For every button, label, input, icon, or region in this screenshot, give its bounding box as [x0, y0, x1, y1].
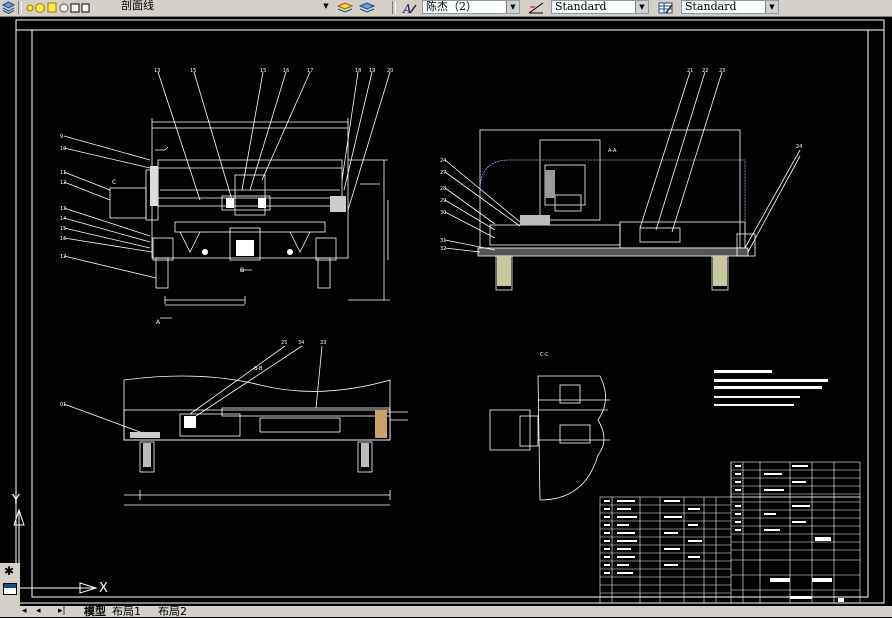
balloon: 17 — [307, 68, 313, 74]
balloon: 30 — [440, 210, 446, 216]
last-tab-icon[interactable]: ▸| — [58, 606, 66, 616]
balloon: 11 — [60, 170, 66, 176]
section-c-view — [489, 375, 610, 501]
cut-label: B — [240, 267, 244, 274]
text-style-dropdown[interactable]: 陈杰（2） ▼ — [422, 0, 520, 14]
layer-state-icons[interactable] — [22, 0, 100, 15]
tab-layout1[interactable]: 布局1 — [112, 605, 141, 618]
balloon: 14 — [60, 216, 66, 222]
section-label: A-A — [608, 148, 617, 154]
ucs-y-label: Y — [12, 493, 20, 508]
balloon: 16 — [283, 68, 289, 74]
balloon: 21 — [687, 68, 693, 74]
balloon: 23 — [719, 68, 725, 74]
layout-tabbar: ◂ ◂ ▸| 模型 布局1 布局2 — [0, 606, 892, 617]
balloon: 25 — [281, 340, 287, 346]
balloon: 27 — [440, 170, 446, 176]
snap-icon[interactable]: ✱ — [4, 564, 15, 578]
front-view-hatching — [150, 166, 346, 256]
balloon: 12 — [60, 180, 66, 186]
side-toolbar: ✱ — [0, 563, 20, 606]
svg-text:A: A — [402, 2, 412, 15]
section-a-view — [444, 71, 801, 291]
balloon: 16 — [60, 236, 66, 242]
balloon: 20 — [387, 68, 393, 74]
cut-label: A — [156, 319, 161, 326]
balloon: 24 — [440, 158, 446, 164]
table-style-value: Standard — [685, 0, 737, 13]
chevron-down-icon[interactable]: ▼ — [506, 1, 519, 13]
dim-style-icon[interactable] — [527, 0, 545, 15]
balloon: 18 — [355, 68, 361, 74]
text-style-value: 陈杰（2） — [426, 0, 477, 13]
front-view — [63, 71, 391, 319]
balloon-labels: 13 15 15 16 17 18 19 20 9 10 11 12 13 14… — [60, 68, 802, 408]
balloon: 28 — [440, 186, 446, 192]
chevron-down-icon[interactable]: ▼ — [635, 1, 648, 13]
section-b-hatching — [130, 410, 387, 467]
section-a-hatching — [497, 170, 727, 286]
prev-tab-icon[interactable]: ◂ — [36, 606, 41, 616]
layer-previous-icon[interactable] — [336, 0, 354, 15]
ucs-icon — [13, 508, 98, 594]
tab-model[interactable]: 模型 — [84, 605, 106, 618]
balloon: 15 — [60, 226, 66, 232]
cut-label: C — [112, 179, 116, 186]
table-style-dropdown[interactable]: Standard ▼ — [681, 0, 779, 14]
outer-frame — [15, 19, 885, 604]
text-style-icon[interactable]: A — [400, 0, 418, 15]
balloon: 12 — [60, 254, 66, 260]
section-label: C-C — [540, 352, 549, 358]
balloon: 32 — [440, 246, 446, 252]
balloon: 24 — [796, 144, 802, 150]
balloon: 15 — [260, 68, 266, 74]
tab-layout2[interactable]: 布局2 — [158, 605, 187, 618]
balloon: 10 — [60, 146, 66, 152]
first-tab-icon[interactable]: ◂ — [22, 606, 27, 616]
dim-style-dropdown[interactable]: Standard ▼ — [551, 0, 649, 14]
dim-style-value: Standard — [555, 0, 607, 13]
ucs-x-label: X — [99, 581, 108, 596]
balloon: 31 — [440, 238, 446, 244]
chevron-down-icon[interactable]: ▼ — [323, 2, 329, 10]
balloon: 34 — [298, 340, 304, 346]
section-label: B-B — [254, 366, 263, 372]
title-block-text — [604, 465, 844, 602]
section-b-view — [63, 345, 408, 506]
table-style-icon[interactable] — [657, 0, 675, 15]
title-block — [599, 461, 861, 604]
balloon: 01 — [60, 402, 66, 408]
balloon: 13 — [154, 68, 160, 74]
balloon: 13 — [60, 206, 66, 212]
drawing-canvas[interactable]: 13 15 15 16 17 18 19 20 9 10 11 12 13 14… — [0, 16, 892, 606]
balloon: 29 — [440, 198, 446, 204]
inner-frame — [31, 29, 869, 598]
balloon: 33 — [320, 340, 326, 346]
layer-dropdown[interactable]: 剖面线 ▼ — [110, 0, 332, 14]
layer-manager-icon[interactable] — [2, 0, 15, 15]
layer-states-icon[interactable] — [358, 0, 376, 15]
layer-name: 剖面线 — [121, 0, 154, 12]
properties-toolbar: 剖面线 ▼ A 陈杰（2） ▼ Standard ▼ Standard ▼ — [0, 0, 892, 17]
balloon: 9 — [60, 134, 63, 140]
balloon: 19 — [369, 68, 375, 74]
technical-notes — [714, 370, 828, 406]
window-icon[interactable] — [3, 583, 17, 595]
balloon: 15 — [190, 68, 196, 74]
chevron-down-icon[interactable]: ▼ — [765, 1, 778, 13]
balloon: 22 — [702, 68, 708, 74]
